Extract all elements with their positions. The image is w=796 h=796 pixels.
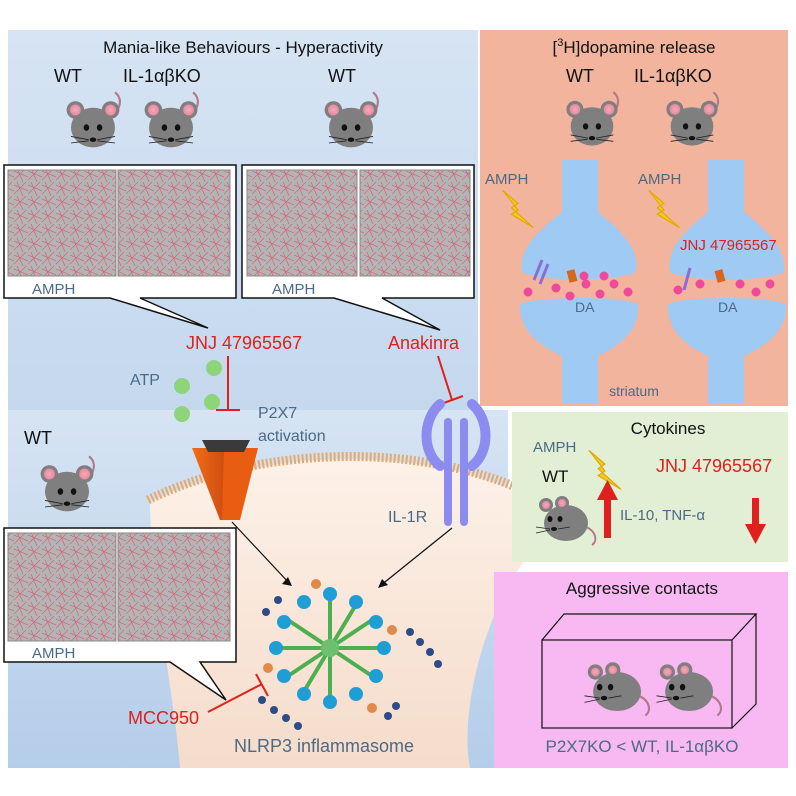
il1r-receptor-icon [421,399,491,526]
label-wt-3: WT [24,428,52,448]
increase-arrow-icon [597,480,618,538]
mania-title: Mania-like Behaviours - Hyperactivity [103,38,383,57]
label-wt-2: WT [328,66,356,86]
p2x7-label-2: activation [258,428,326,445]
nlrp3-inflammasome-icon [258,579,442,730]
cytokines-wt-label: WT [542,467,568,486]
da-label-1: DA [575,299,595,315]
arena-left [7,169,117,277]
cytokines-markers: IL-10, TNF-α [620,507,705,524]
label-wt-1: WT [54,66,82,86]
cell-body [150,459,525,768]
transporter-arrow [532,259,550,285]
striatum-label: striatum [609,383,659,399]
amph-label-1: AMPH [32,281,75,298]
postsynaptic-terminal [519,298,639,404]
atp-molecule [206,360,222,376]
aggression-result: P2X7KO < WT, IL-1αβKO [546,737,739,756]
amph-label-d1: AMPH [485,171,528,188]
amph-label-2: AMPH [272,281,315,298]
jnj-label: JNJ 47965567 [186,333,302,353]
nlrp3-label: NLRP3 inflammasome [234,736,414,756]
mcc950-inhibition-line [207,673,269,713]
atp-molecule [204,394,220,410]
mcc950-label: MCC950 [128,708,199,728]
atp-label: ATP [130,372,160,389]
presynaptic-terminal [521,160,637,280]
transporter-arrow [682,267,692,291]
dopamine-wt-label: WT [566,66,594,86]
p2x7-arrow [231,521,291,585]
postsynaptic-terminal [667,298,787,404]
arrow-head [282,577,292,586]
p2x7-receptor-icon [192,440,258,520]
anakinra-label: Anakinra [388,333,460,353]
il1r-arrow [379,527,453,587]
cytokines-amph-label: AMPH [533,439,576,456]
cytokines-drug-label: JNJ 47965567 [656,456,772,476]
arena-left [246,169,358,277]
arena-right [359,169,471,277]
amph-label-3: AMPH [32,645,75,662]
aggression-panel [494,572,788,768]
dopamine-title: [3H]dopamine release [552,37,715,57]
cytokines-title: Cytokines [631,419,706,438]
decrease-arrow-icon [745,498,766,544]
da-label-2: DA [718,299,738,315]
presynaptic-terminal [669,160,785,280]
arena-right [117,169,231,277]
p2x7-label-1: P2X7 [258,405,297,422]
cell-membrane [146,452,529,505]
arrow-head [378,579,388,588]
receptor-icon [566,269,578,283]
il1r-label: IL-1R [388,509,427,526]
label-ko-1: IL-1αβKO [123,66,201,86]
cage-icon [541,613,758,729]
receptor-icon [714,269,726,283]
arena-left [7,532,117,642]
jnj-inhibition-line [216,356,240,411]
aggression-title: Aggressive contacts [566,579,718,598]
dopamine-ko-label: IL-1αβKO [634,66,712,86]
amph-label-d2: AMPH [638,171,681,188]
arena-right [117,532,231,642]
atp-molecule [174,406,190,422]
atp-molecule [174,378,190,394]
dopamine-drug-label: JNJ 47965567 [680,237,777,254]
dopamine-molecules [523,271,775,301]
